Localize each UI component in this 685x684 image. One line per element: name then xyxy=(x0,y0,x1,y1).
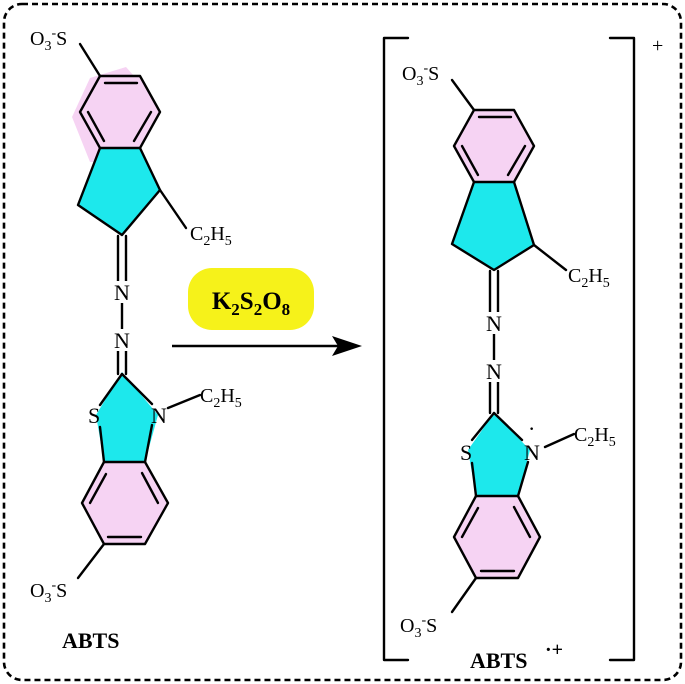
azo-nitrogen-1: N xyxy=(486,311,502,336)
reactant-name: ABTS xyxy=(62,628,119,653)
left-bracket xyxy=(382,36,410,662)
thiazole-sulfur: S xyxy=(88,403,100,428)
azo-nitrogen-2: N xyxy=(114,328,130,353)
ethyl-label-top: C2H5 xyxy=(568,265,610,291)
charge-sign: + xyxy=(652,35,663,57)
abts-radical-cation: + xyxy=(382,35,663,673)
ethyl-label-n: C2H5 xyxy=(574,424,616,450)
sulfonate-label-bottom: O3-S xyxy=(400,613,437,641)
azo-nitrogen-2: N xyxy=(486,359,502,384)
sulfonate-label-bottom: O3-S xyxy=(30,578,67,606)
thiazole-ring xyxy=(96,372,158,462)
reagent-label: K2S2O8 xyxy=(212,288,290,319)
sulfonate-label-top: O3-S xyxy=(402,61,439,89)
thiazole-nitrogen: N xyxy=(151,403,167,428)
arrow-head xyxy=(332,336,362,356)
reagent-highlight xyxy=(188,268,314,330)
abts-bonds xyxy=(76,42,202,580)
thiazole-sulfur: S xyxy=(460,440,472,465)
ethyl-label-top: C2H5 xyxy=(190,223,232,249)
abts-molecule: O3-S C2H5 N N S N C2H5 O3-S ABTS xyxy=(30,26,242,653)
radical-dot: · xyxy=(528,416,535,441)
benzene-ring-top xyxy=(454,110,534,182)
cyclopentene-ring xyxy=(452,182,534,270)
right-bracket xyxy=(608,36,636,662)
ethyl-label-n: C2H5 xyxy=(200,385,242,411)
reaction-arrow-group: K2S2O8 xyxy=(172,268,362,356)
azo-nitrogen-1: N xyxy=(114,280,130,305)
product-bonds xyxy=(450,78,576,614)
thiazole-ring xyxy=(468,413,530,496)
benzene-ring-bottom xyxy=(82,462,168,544)
product-name: ABTS xyxy=(470,648,527,673)
sulfonate-label-top: O3-S xyxy=(30,26,67,54)
thiazole-nitrogen: N xyxy=(524,440,540,465)
product-name-superscript: ·+ xyxy=(545,639,563,661)
benzene-ring-bottom xyxy=(454,496,540,578)
